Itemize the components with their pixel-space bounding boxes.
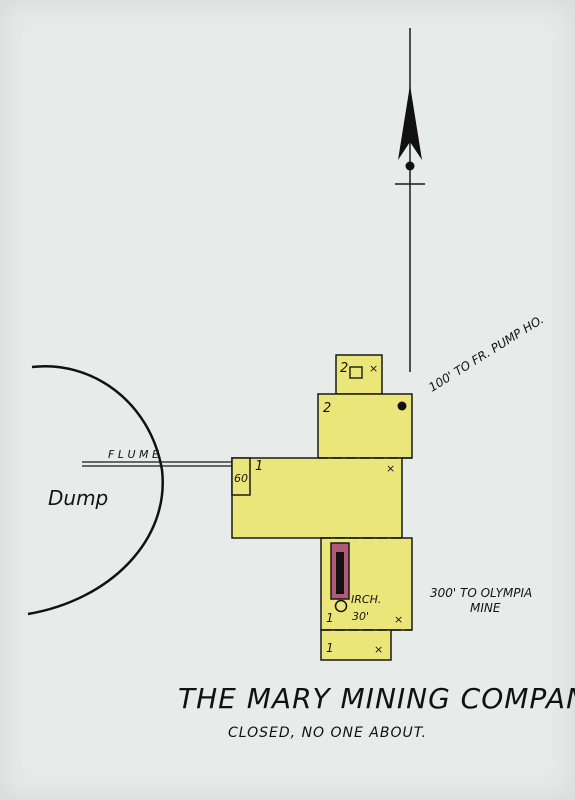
- map-title: THE MARY MINING COMPANY: [178, 682, 575, 715]
- annex: [231, 457, 251, 496]
- north-arrow-icon: [395, 28, 425, 372]
- story-bottom: 1: [326, 641, 334, 655]
- flume: [82, 461, 232, 467]
- building-upper: [317, 393, 413, 459]
- circle-marker-icon: [334, 599, 348, 613]
- dump-boundary: [27, 364, 164, 616]
- story-main: 1: [255, 459, 263, 474]
- building-top: [335, 354, 383, 395]
- olympia-note-1: 300' TO OLYMPIA: [430, 586, 532, 600]
- x-mark-icon: ×: [369, 362, 378, 375]
- irch-label-2: 30': [352, 610, 369, 623]
- annex-label: 60: [234, 472, 248, 485]
- chimney-square-icon: [349, 366, 363, 379]
- dump-label: Dump: [48, 486, 108, 510]
- pump-house-note: 100' TO FR. PUMP HO.: [426, 312, 546, 394]
- story-upper: 2: [323, 401, 331, 416]
- olympia-note-2: MINE: [470, 601, 501, 615]
- x-mark-icon: ×: [386, 462, 395, 475]
- x-mark-icon: ×: [394, 613, 403, 626]
- flume-label: F L U M E: [108, 448, 159, 461]
- story-top: 2: [340, 361, 348, 376]
- building-main: [231, 457, 403, 539]
- story-lower: 1: [326, 611, 334, 625]
- irch-label-1: IRCH.: [351, 593, 381, 606]
- map-subtitle: CLOSED, NO ONE ABOUT.: [228, 725, 427, 741]
- building-bottom: [320, 629, 392, 661]
- x-mark-icon: ×: [374, 643, 383, 656]
- dot-marker-icon: [397, 401, 407, 411]
